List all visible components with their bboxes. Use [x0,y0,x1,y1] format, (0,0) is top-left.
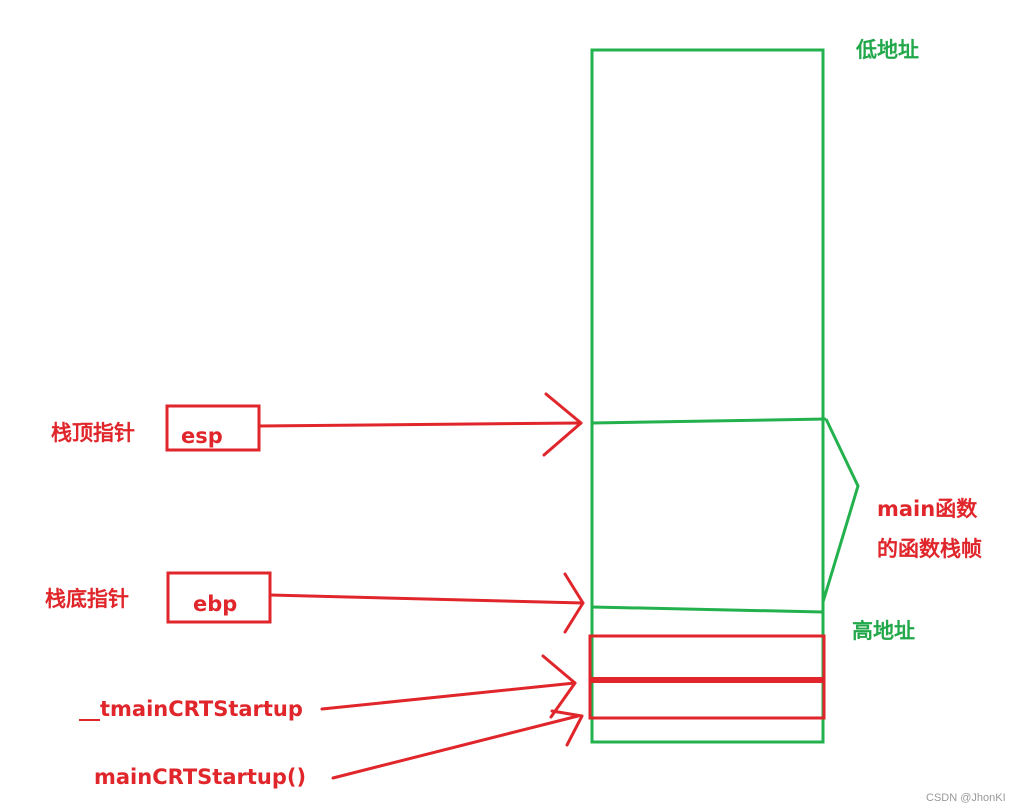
frame-label-line1: main函数 [877,497,978,521]
esp-arrow-head [542,392,583,457]
ebp-arrow-head [563,572,585,634]
stack-column [590,48,860,744]
ebp-register-box [166,571,272,624]
caller1-arrow-shaft [320,681,577,711]
frame-label-line2: 的函数栈帧 [877,537,982,561]
esp-caption: 栈顶指针 [51,421,135,445]
stack-bottom-line [591,605,824,614]
ebp-arrow-shaft [268,593,585,605]
caller2-label: mainCRTStartup() [94,765,306,789]
register-boxes [165,404,272,624]
esp-register-box [165,404,261,452]
watermark: CSDN @JhonKI [926,792,1006,804]
esp-register-label: esp [181,424,223,448]
caller2-arrow-head [550,709,584,747]
low-address-label: 低地址 [855,38,919,62]
caller1-label: __tmainCRTStartup [79,697,303,721]
high-address-label: 高地址 [852,619,915,643]
caller-frames [588,634,826,720]
frame-brace [821,418,860,603]
caller2-arrow-shaft [331,714,580,780]
ebp-register-label: ebp [193,592,237,616]
pointer-arrows [257,392,585,780]
ebp-caption: 栈底指针 [45,587,129,611]
caller1-arrow-head [541,654,577,719]
stack-top-line [591,417,827,425]
esp-arrow-shaft [257,421,583,428]
stack-outline [590,48,825,744]
